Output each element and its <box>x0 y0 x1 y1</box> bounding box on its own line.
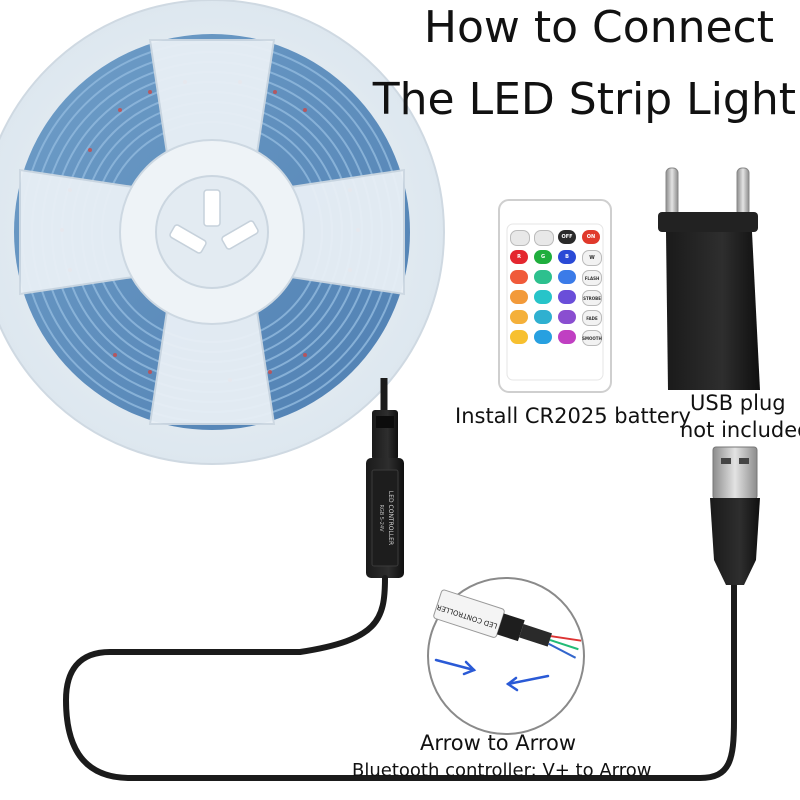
remote-color-button[interactable] <box>534 310 552 324</box>
controller-label-2: RGB 5-24V <box>378 504 384 532</box>
ir-remote <box>498 199 612 393</box>
remote-color-button[interactable] <box>534 330 552 344</box>
remote-white-button[interactable]: W <box>582 250 602 266</box>
remote-on-button[interactable]: ON <box>582 230 600 244</box>
title-line-2: The LED Strip Light <box>372 74 796 125</box>
remote-strobe-button[interactable]: STROBE <box>582 290 602 306</box>
remote-fade-button[interactable]: FADE <box>582 310 602 326</box>
remote-color-button[interactable] <box>510 310 528 324</box>
remote-green-button[interactable]: G <box>534 250 552 264</box>
controller-module: LED CONTROLLER RGB 5-24V <box>366 458 404 578</box>
arrow-caption: Arrow to Arrow <box>420 731 577 755</box>
remote-red-button[interactable]: R <box>510 250 528 264</box>
strip-connector <box>372 410 398 460</box>
remote-color-button[interactable] <box>534 290 552 304</box>
remote-color-button[interactable] <box>558 330 576 344</box>
usb-plug <box>710 446 760 585</box>
remote-flash-button[interactable]: FLASH <box>582 270 602 286</box>
bluetooth-caption: Bluetooth controller: V+ to Arrow <box>352 760 652 781</box>
remote-color-button[interactable] <box>510 330 528 344</box>
remote-color-button[interactable] <box>534 270 552 284</box>
remote-color-button[interactable] <box>510 270 528 284</box>
remote-blue-button[interactable]: B <box>558 250 576 264</box>
remote-off-button[interactable]: OFF <box>558 230 576 244</box>
remote-bright-up-button[interactable] <box>510 230 530 246</box>
remote-color-button[interactable] <box>510 290 528 304</box>
remote-color-button[interactable] <box>558 310 576 324</box>
remote-button-grid: OFF ON R G B W FLASH STROBE FADE SMOOTH <box>510 230 602 370</box>
connection-inset: LED CONTROLLER <box>427 577 585 735</box>
usb-caption-line-1: USB plug <box>690 391 786 415</box>
title-line-1: How to Connect <box>423 2 774 53</box>
controller-label-1: LED CONTROLLER <box>387 491 394 545</box>
power-adapter <box>658 167 760 390</box>
remote-color-button[interactable] <box>558 290 576 304</box>
usb-caption-line-2: not included <box>680 418 800 442</box>
remote-bright-down-button[interactable] <box>534 230 554 246</box>
battery-caption: Install CR2025 battery <box>455 404 691 428</box>
remote-smooth-button[interactable]: SMOOTH <box>582 330 602 346</box>
remote-color-button[interactable] <box>558 270 576 284</box>
led-strip-reel <box>0 0 445 465</box>
controller-cable <box>62 575 737 781</box>
